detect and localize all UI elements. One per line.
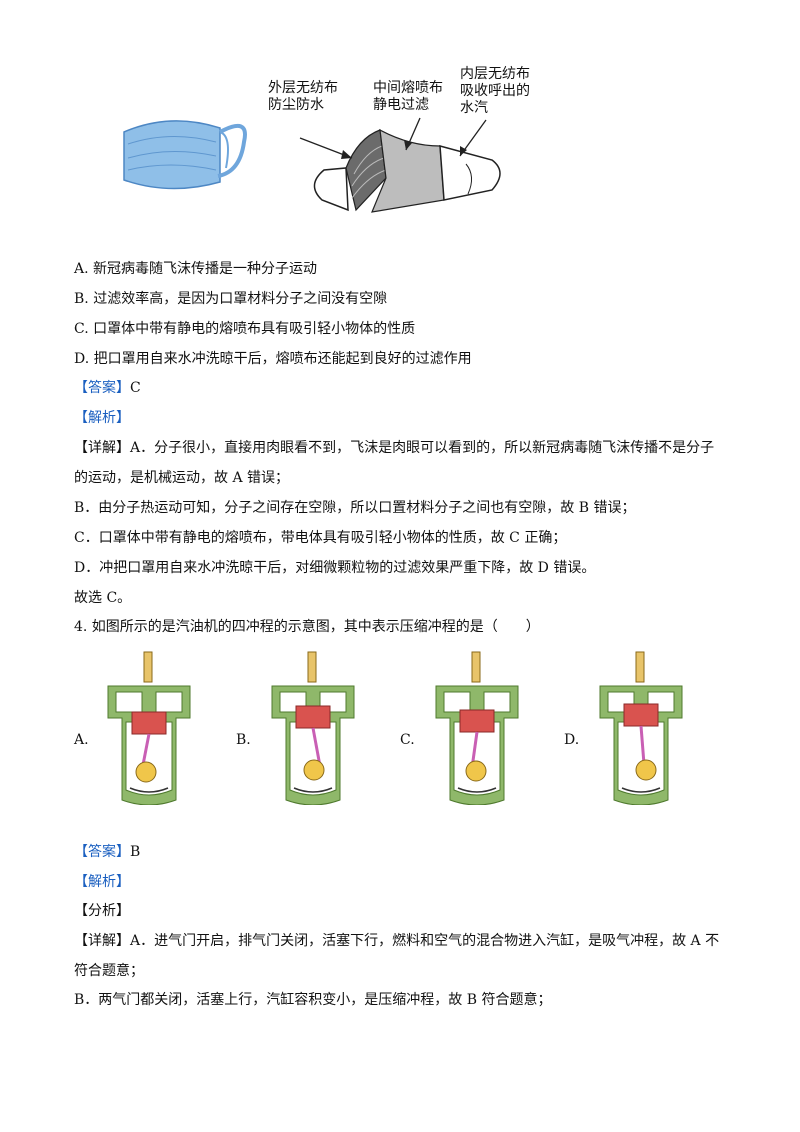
engine-diagram-d xyxy=(599,651,683,805)
outer-layer-label: 外层无纺布 防尘防水 xyxy=(268,80,338,113)
q3-detail-line-1: 【详解】A．分子很小，直接用肉眼看不到，飞沫是肉眼可以看到的，所以新冠病毒随飞沫… xyxy=(74,438,714,458)
engine-diagram-a xyxy=(107,651,191,805)
q4-fenxi-tag: 【分析】 xyxy=(74,903,130,919)
q3-conclusion: 故选 C。 xyxy=(74,590,132,606)
engine-diagram-c xyxy=(435,651,519,805)
detail-text: A．进气门开启，排气门关闭，活塞下行，燃料和空气的混合物进入汽缸，是吸气冲程，故… xyxy=(130,933,720,949)
q3-detail-line-3: B．由分子热运动可知，分子之间存在空隙，所以口置材料分子之间也有空隙，故 B 错… xyxy=(74,500,636,516)
q4-option-a-label: A. xyxy=(74,732,89,748)
answer-tag: 【答案】 xyxy=(74,380,130,396)
q4-answer: 【答案】B xyxy=(74,842,140,862)
q3-detail-line-2: 的运动，是机械运动，故 A 错误； xyxy=(74,470,290,486)
q4-detail-line-1: 【详解】A．进气门开启，排气门关闭，活塞下行，燃料和空气的混合物进入汽缸，是吸气… xyxy=(74,931,719,951)
q3-option-d: D. 把口罩用自来水冲洗晾干后，熔喷布还能起到良好的过滤作用 xyxy=(74,351,472,367)
q4-detail-line-2: 符合题意； xyxy=(74,963,144,979)
mask-figure: 外层无纺布 防尘防水 中间熔喷布 静电过滤 内层无纺布 吸收呼出的 水汽 xyxy=(110,60,570,230)
q3-option-a: A. 新冠病毒随飞沫传播是一种分子运动 xyxy=(74,261,318,277)
answer-tag: 【答案】 xyxy=(74,844,130,860)
answer-value: B xyxy=(130,844,141,860)
answer-value: C xyxy=(130,380,141,396)
q4-option-b-label: B. xyxy=(236,732,251,748)
q3-option-b: B. 过滤效率高，是因为口罩材料分子之间没有空隙 xyxy=(74,291,388,307)
inner-layer-label: 内层无纺布 吸收呼出的 水汽 xyxy=(460,66,530,116)
q3-detail-line-5: D．冲把口罩用自来水冲洗晾干后，对细微颗粒物的过滤效果严重下降，故 D 错误。 xyxy=(74,560,596,576)
q4-engine-options: A. B. C. D. xyxy=(74,650,734,810)
q4-option-c-label: C. xyxy=(400,732,415,748)
detail-tag: 【详解】 xyxy=(74,440,130,456)
q4-detail-line-3: B．两气门都关闭，活塞上行，汽缸容积变小，是压缩冲程，故 B 符合题意； xyxy=(74,992,552,1008)
q4-analysis-tag: 【解析】 xyxy=(74,874,130,890)
detail-tag: 【详解】 xyxy=(74,933,130,949)
q4-stem: 4. 如图所示的是汽油机的四冲程的示意图，其中表示压缩冲程的是（ ） xyxy=(74,619,540,635)
q3-detail-line-4: C．口罩体中带有静电的熔喷布，带电体具有吸引轻小物体的性质，故 C 正确； xyxy=(74,530,567,546)
detail-text: A．分子很小，直接用肉眼看不到，飞沫是肉眼可以看到的，所以新冠病毒随飞沫传播不是… xyxy=(130,440,715,456)
q3-analysis-tag: 【解析】 xyxy=(74,410,130,426)
middle-layer-label: 中间熔喷布 静电过滤 xyxy=(373,80,443,113)
q3-answer: 【答案】C xyxy=(74,378,141,398)
mask-illustration xyxy=(123,117,501,213)
surgical-mask-image xyxy=(123,120,247,190)
engine-diagram-b xyxy=(271,651,355,805)
layer-cross-section xyxy=(299,117,501,213)
q3-option-c: C. 口罩体中带有静电的熔喷布具有吸引轻小物体的性质 xyxy=(74,321,416,337)
q4-option-d-label: D. xyxy=(564,732,580,748)
